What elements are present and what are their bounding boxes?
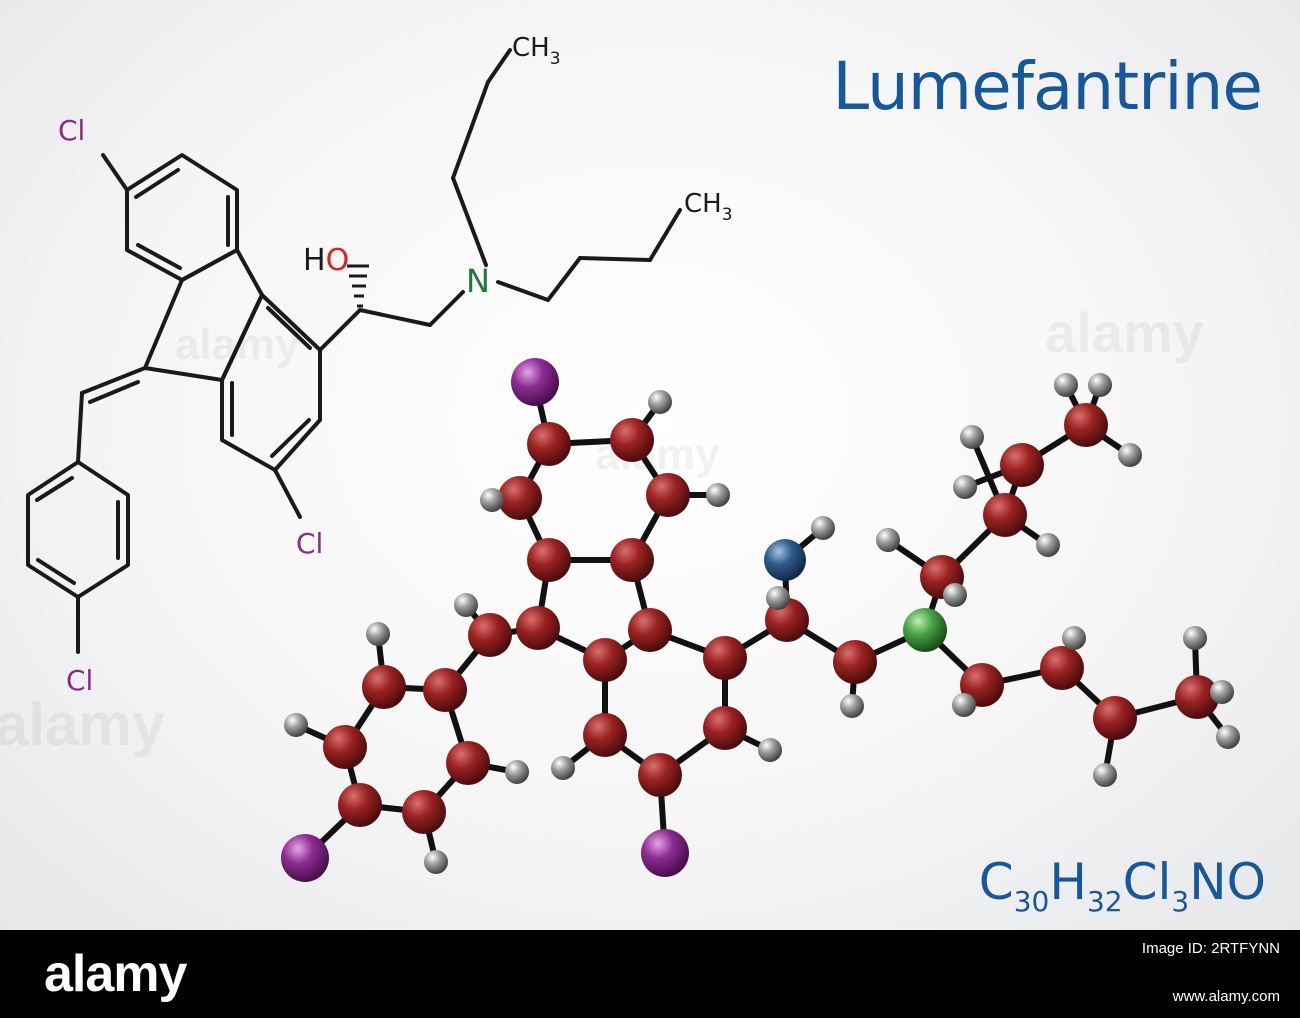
carbon-atom xyxy=(983,493,1027,537)
hydrogen-atom xyxy=(1062,626,1086,650)
carbon-atom xyxy=(610,418,654,462)
carbon-atom xyxy=(446,741,490,785)
carbon-atom xyxy=(833,640,877,684)
hydrogen-atom xyxy=(1093,763,1117,787)
hydrogen-atom xyxy=(284,713,308,737)
carbon-atom xyxy=(703,636,747,680)
page-title: Lumefantrine xyxy=(832,48,1263,125)
hydrogen-atom xyxy=(706,483,730,507)
carbon-atom xyxy=(423,668,467,712)
chlorine-label: Cl xyxy=(66,664,93,697)
hydrogen-atom xyxy=(1210,680,1234,704)
hydrogen-atom xyxy=(551,756,575,780)
hydrogen-atom xyxy=(1054,373,1078,397)
nitrogen-label: N xyxy=(466,262,490,300)
hydrogen-atom xyxy=(758,738,782,762)
carbon-atom xyxy=(1175,675,1219,719)
carbon-atom xyxy=(583,713,627,757)
carbon-atom xyxy=(1040,646,1084,690)
hydrogen-atom xyxy=(1118,443,1142,467)
hydrogen-atom xyxy=(1088,373,1112,397)
image-id: Image ID: 2RTFYNN xyxy=(1141,940,1280,957)
hydrogen-atom xyxy=(943,583,967,607)
illustration-canvas: alamy alamy alamy alamy xyxy=(0,0,1300,930)
hydrogen-atom xyxy=(366,622,390,646)
carbon-atom xyxy=(527,538,571,582)
hydrogen-atom xyxy=(1183,626,1207,650)
chlorine-atom xyxy=(281,834,329,882)
hydroxyl-o: O xyxy=(326,243,350,278)
nitrogen-atom xyxy=(903,608,947,652)
carbon-atom xyxy=(1093,696,1137,740)
carbon-atom xyxy=(468,613,512,657)
hydrogen-atom xyxy=(953,475,977,499)
hydrogen-atom xyxy=(960,425,984,449)
carbon-atom xyxy=(703,706,747,750)
footer-bar: alamy Image ID: 2RTFYNN www.alamy.com xyxy=(0,930,1300,1018)
chlorine-label: Cl xyxy=(58,114,85,147)
hydrogen-atom xyxy=(454,593,478,617)
carbon-atom xyxy=(362,665,406,709)
skeletal-structure: Cl Cl Cl HO N CH3 CH3 xyxy=(26,33,733,697)
hydrogen-atom xyxy=(952,693,976,717)
site-url: www.alamy.com xyxy=(1172,988,1280,1005)
carbon-atom xyxy=(516,606,560,650)
carbon-atom xyxy=(402,790,446,834)
hydroxyl-h: H xyxy=(303,243,326,278)
hydrogen-atom xyxy=(424,850,448,874)
watermark: alamy xyxy=(1045,301,1204,364)
carbon-atom xyxy=(610,538,654,582)
methyl-label: CH3 xyxy=(512,33,561,69)
carbon-atom xyxy=(323,725,367,769)
carbon-atom xyxy=(527,422,571,466)
hydrogen-atom xyxy=(1216,725,1240,749)
chlorine-atom xyxy=(641,829,689,877)
carbon-atom xyxy=(646,473,690,517)
hydrogen-atom xyxy=(811,516,835,540)
alamy-logo: alamy xyxy=(44,945,187,1003)
hydrogen-atom xyxy=(648,390,672,414)
chlorine-atom xyxy=(511,358,559,406)
carbon-atom xyxy=(628,608,672,652)
hydrogen-atom xyxy=(480,488,504,512)
ball-and-stick-model xyxy=(281,358,1240,882)
hydrogen-atom xyxy=(505,760,529,784)
hydrogen-atom xyxy=(876,528,900,552)
hydroxyl-label: HO xyxy=(303,243,349,278)
carbon-atom xyxy=(638,753,682,797)
carbon-atom xyxy=(1000,443,1044,487)
hydrogen-atom xyxy=(840,694,864,718)
carbon-atom xyxy=(498,476,542,520)
hydrogen-atom xyxy=(766,586,790,610)
carbon-atom xyxy=(338,783,382,827)
watermark: alamy xyxy=(0,691,166,758)
carbon-atom xyxy=(583,638,627,682)
oxygen-atom xyxy=(764,539,806,581)
hydrogen-atom xyxy=(1036,533,1060,557)
molecular-formula: C30H32Cl3NO xyxy=(978,853,1266,918)
chlorine-label: Cl xyxy=(296,527,323,560)
carbon-atom xyxy=(1064,403,1108,447)
methyl-label: CH3 xyxy=(684,189,733,225)
